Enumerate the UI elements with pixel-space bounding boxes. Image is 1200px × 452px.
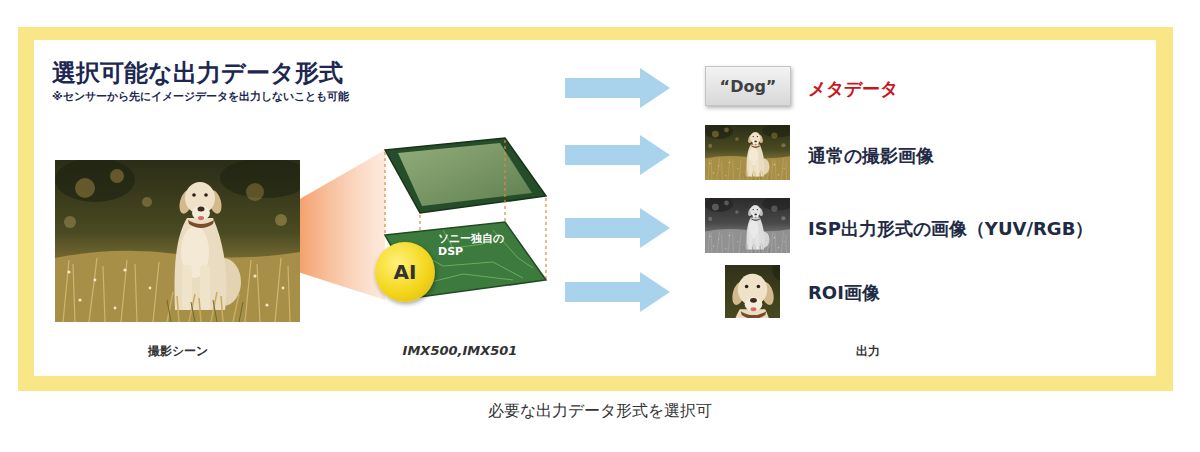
node-text: “Dog” <box>720 77 777 96</box>
output-label: ISP出力形式の画像（YUV/RGB） <box>808 217 1093 240</box>
panel <box>34 40 1156 376</box>
note-text: ※センサーから先にイメージデータを出力しないことも可能 <box>52 90 349 104</box>
diagram-title: 選択可能な出力データ形式 <box>52 58 343 88</box>
ai-circle: AI <box>375 242 435 302</box>
text-holder: ソニー独自の DSP <box>438 232 512 258</box>
roi-thumbnail <box>610 250 860 411</box>
column-label: IMX500,IMX501 <box>403 343 518 359</box>
node-text: AI <box>394 260 417 284</box>
view-cone <box>298 150 385 300</box>
output-label: 通常の撮影画像 <box>808 144 934 167</box>
output-label: メタデータ <box>808 77 898 100</box>
photo-thumbnail <box>705 124 793 181</box>
metadata-box: “Dog” <box>705 66 791 106</box>
frame <box>18 27 1173 391</box>
output-label: ROI画像 <box>808 281 880 304</box>
scene-photo <box>55 158 310 322</box>
column-label: 撮影シーン <box>148 344 208 359</box>
figure-caption: 必要な出力データ形式を選択可 <box>488 401 712 421</box>
sensor-chip <box>385 138 546 297</box>
output-arrows <box>565 68 670 312</box>
node-text: ソニー独自の DSP <box>438 232 512 258</box>
column-label: 出力 <box>856 344 880 359</box>
isp-thumbnail <box>705 197 793 254</box>
